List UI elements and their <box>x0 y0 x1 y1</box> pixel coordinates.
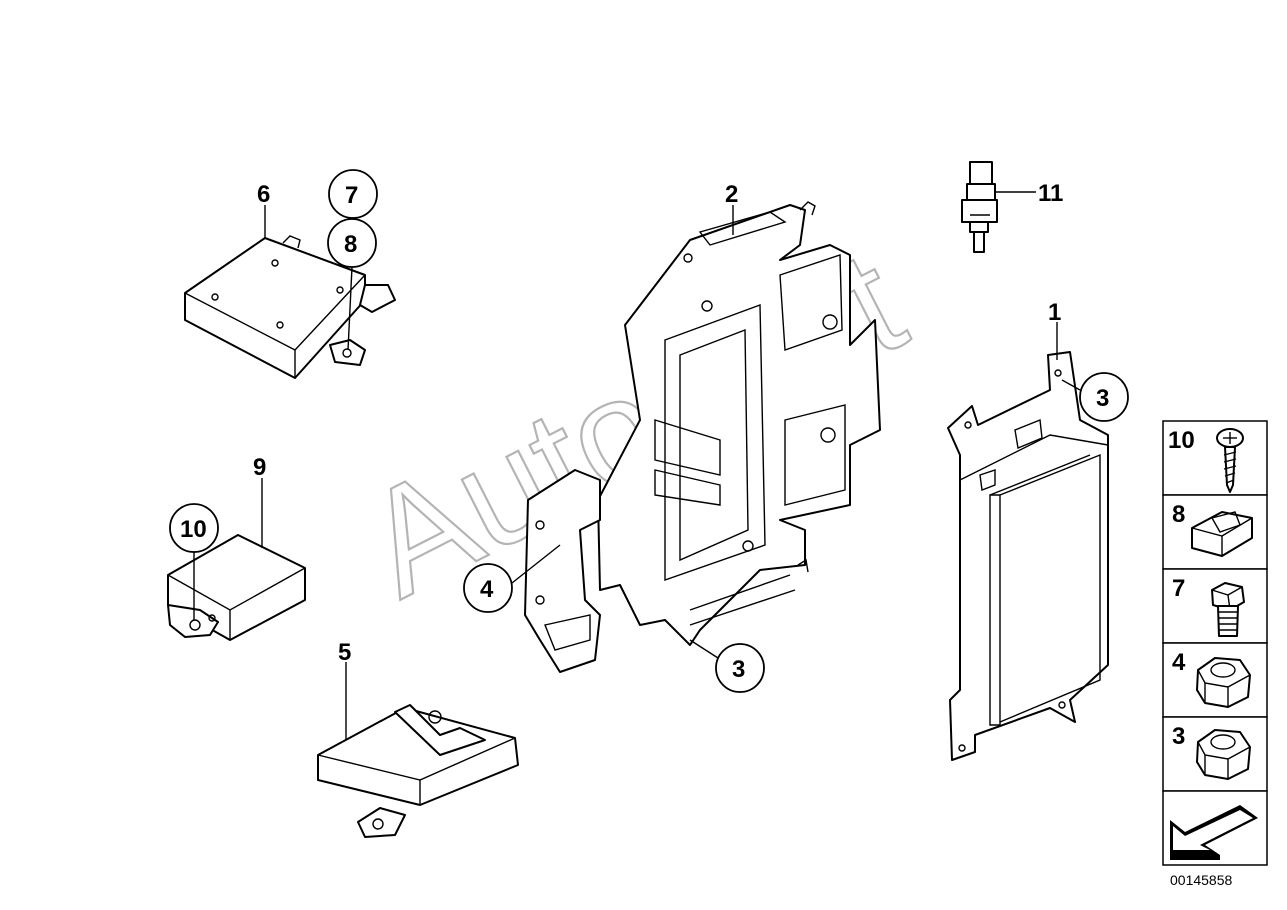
callout-4-circle <box>463 563 513 613</box>
part-2-mounting-bracket[interactable] <box>597 201 881 646</box>
callout-1: 1 <box>1048 299 1061 326</box>
callout-3b: 3 <box>732 656 745 683</box>
part-6-control-unit[interactable] <box>184 235 396 379</box>
part-5-module[interactable] <box>317 704 519 838</box>
hex-nut-flange-icon <box>1196 657 1251 708</box>
callout-8: 8 <box>344 231 357 258</box>
leader-3a <box>1061 379 1081 391</box>
callout-2: 2 <box>725 181 738 208</box>
leader-3b <box>689 639 719 659</box>
legend-number-3: 4 <box>1172 649 1186 676</box>
legend-number-1: 8 <box>1172 501 1185 528</box>
part-2-side-plate[interactable] <box>524 469 601 673</box>
callout-5: 5 <box>338 639 351 666</box>
hex-bolt-icon <box>1211 582 1245 637</box>
callout-4: 4 <box>480 576 494 603</box>
part-11-sensor[interactable] <box>272 0 998 253</box>
direction-arrow-icon <box>1170 805 1258 860</box>
hex-nut-icon <box>1196 729 1251 780</box>
clip-nut-icon <box>1191 511 1253 557</box>
leader-8 <box>347 266 353 351</box>
callout-11: 11 <box>1038 180 1063 207</box>
legend: 10 8 7 4 3 <box>1162 420 1268 866</box>
callout-10: 10 <box>180 516 207 543</box>
callout-3a-circle <box>1079 372 1129 422</box>
callout-3b-circle <box>715 643 765 693</box>
legend-number-2: 7 <box>1172 575 1185 602</box>
callout-6: 6 <box>257 181 270 208</box>
part-9-module[interactable] <box>167 534 306 641</box>
callout-3a: 3 <box>1096 385 1109 412</box>
callout-9: 9 <box>253 454 266 481</box>
part-1-control-unit[interactable] <box>947 351 1109 761</box>
legend-number-4: 3 <box>1172 723 1185 750</box>
document-number: 00145858 <box>1170 872 1233 888</box>
callout-7: 7 <box>345 182 358 209</box>
legend-number-0: 10 <box>1168 427 1195 454</box>
leader-4 <box>511 544 561 584</box>
self-tapping-screw-icon <box>1216 428 1244 493</box>
